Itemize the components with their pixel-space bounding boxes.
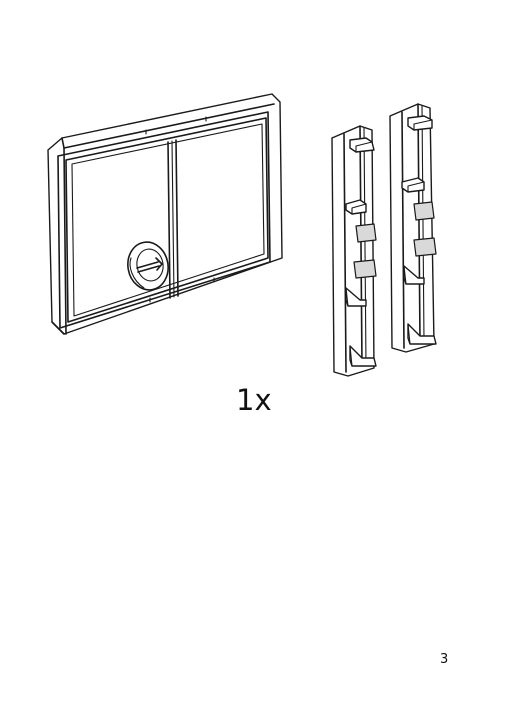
- parts-illustration: [47, 93, 437, 377]
- quantity-label: 1x: [236, 383, 272, 417]
- front-panel-drawing: [47, 93, 283, 335]
- page-number: 3: [440, 652, 449, 667]
- side-rail-left-drawing: [331, 125, 377, 377]
- side-rail-right-drawing: [389, 103, 437, 353]
